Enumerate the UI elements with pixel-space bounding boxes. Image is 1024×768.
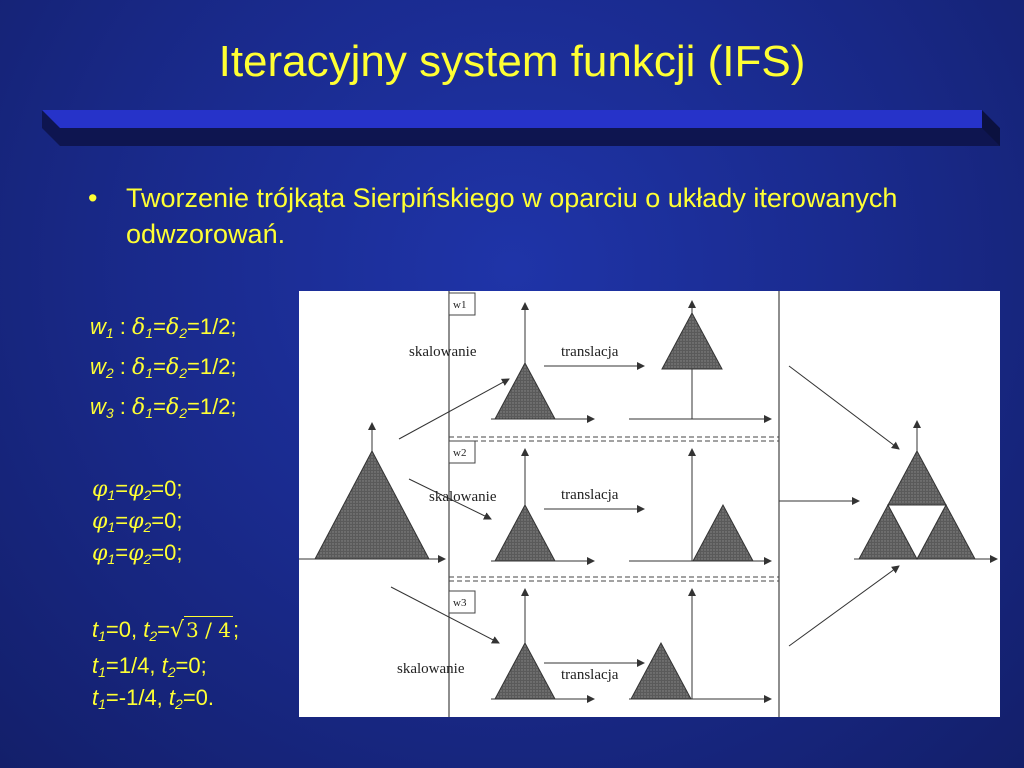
title-underline-bar [42, 110, 1000, 146]
sierpinski-ifs-figure: w1 w2 w3 skalowanie translacja skalowani… [299, 291, 1000, 717]
row2-scale-label: skalowanie [429, 489, 497, 505]
rotation-eq-3: φ1=φ2=0; [92, 540, 183, 567]
row1-scale-label: skalowanie [409, 344, 477, 360]
translation-eq-3: t1=-1/4, t2=0. [92, 685, 215, 712]
ifs-diagram: w1 w2 w3 skalowanie translacja skalowani… [299, 291, 998, 717]
scaling-eq-w1: w1 : δ1=δ2=1/2; [90, 314, 237, 341]
scaling-eq-w3: w3 : δ1=δ2=1/2; [90, 394, 237, 421]
bullet-dot: • [88, 183, 98, 213]
row1-translate-label: translacja [561, 344, 619, 360]
bullet-text: Tworzenie trójkąta Sierpińskiego w oparc… [126, 183, 898, 249]
row-tag-w3: w3 [453, 597, 467, 609]
row-tag-w1: w1 [453, 299, 466, 311]
row2-translate-label: translacja [561, 487, 619, 503]
sqrt-symbol: √3 / 4 [170, 616, 233, 643]
scaling-eq-w2: w2 : δ1=δ2=1/2; [90, 354, 237, 381]
translation-eq-1: t1=0, t2=√3 / 4; [92, 616, 240, 644]
row-tag-w2: w2 [453, 447, 466, 459]
rotation-eq-2: φ1=φ2=0; [92, 508, 183, 535]
row3-scale-label: skalowanie [397, 661, 465, 677]
slide-title: Iteracyjny system funkcji (IFS) [218, 37, 806, 86]
row3-translate-label: translacja [561, 667, 619, 683]
rotation-eq-1: φ1=φ2=0; [92, 476, 183, 503]
translation-eq-2: t1=1/4, t2=0; [92, 653, 207, 680]
